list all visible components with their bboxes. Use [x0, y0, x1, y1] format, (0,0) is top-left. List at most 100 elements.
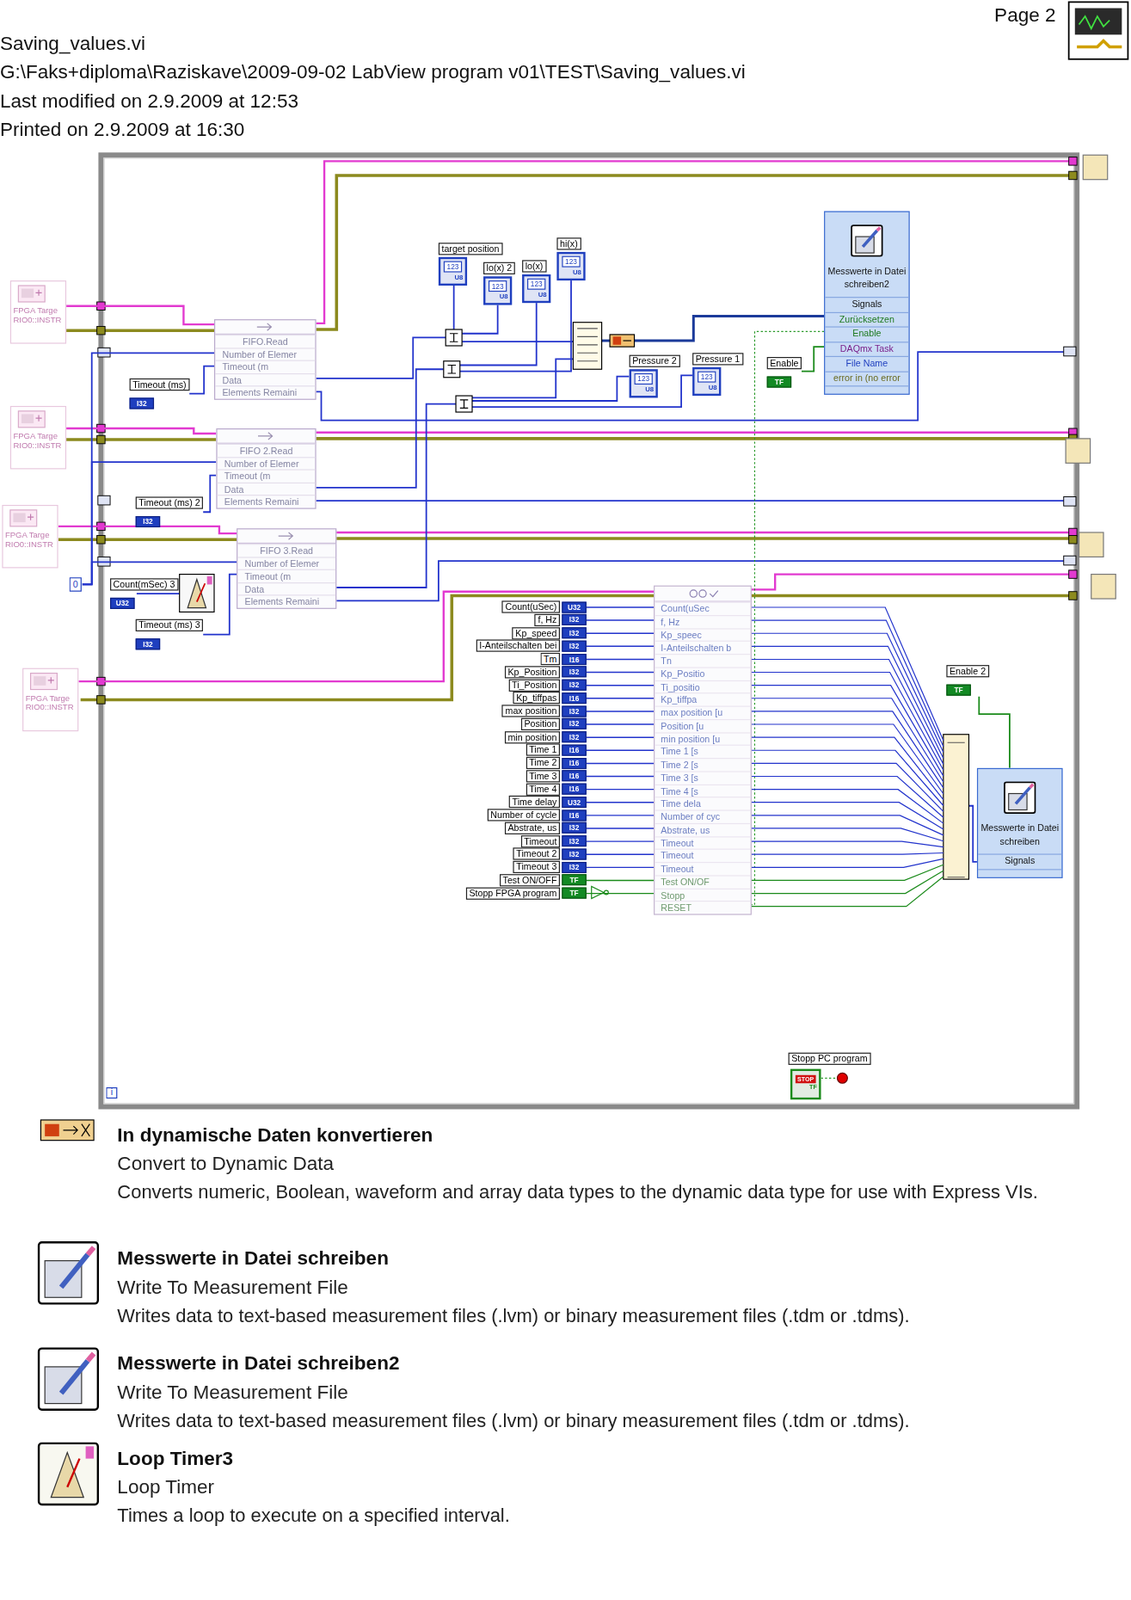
numeric-control: max positionI32: [502, 704, 587, 717]
node-row: min position [u: [654, 731, 750, 745]
type-terminal: I16: [561, 743, 586, 756]
fifo-row: Elements Remaini: [215, 386, 315, 400]
convert-dynamic-node: [609, 334, 634, 347]
property-name: Position [u: [660, 720, 704, 732]
control-label: f, Hz: [534, 614, 560, 627]
fifo-read-node: FIFO.ReadNumber of ElemerTimeout (mDataE…: [214, 319, 317, 400]
page-number: Page 2: [994, 4, 1056, 26]
bundle-output-wire: [749, 620, 944, 747]
error-wire: [80, 595, 654, 700]
fifo-title: FIFO 3.Read: [259, 545, 314, 556]
type-terminal: I16: [561, 770, 586, 782]
node-row: I-Anteilschalten b: [654, 640, 750, 654]
control-label: Time 3: [526, 769, 560, 782]
type-tag: U8: [559, 267, 584, 277]
numeric-indicator: lo(x) 2 123U8: [483, 257, 516, 306]
title: Saving_values.vi: [0, 32, 146, 56]
control-label: Timeout (ms): [129, 378, 191, 391]
refnum-wire: [313, 160, 1073, 324]
label-row: Timeout (ms) 2: [135, 491, 203, 511]
vi-terminal-row: File Name: [824, 356, 909, 371]
type-terminal: I16: [561, 809, 586, 821]
vi-terminal-row: DAQmx Task: [824, 341, 909, 357]
node-row: Time 3 [s: [654, 770, 750, 784]
constant-value: 0: [70, 577, 81, 591]
numeric-control: Number of cycleI16: [487, 808, 587, 821]
tunnel: [1069, 535, 1077, 544]
control-label: Kp_Position: [504, 665, 560, 678]
wire: [586, 749, 654, 751]
numeric-control: Count(mSec) 3U32: [110, 572, 179, 610]
while-loop-frame: [100, 154, 1077, 1107]
legend-icon: [38, 1443, 99, 1505]
node-row: Kp_speec: [654, 627, 750, 641]
legend-description: Writes data to text-based measurement fi…: [116, 1406, 1091, 1435]
indicator-label: lo(x) 2: [483, 262, 516, 275]
wire: [586, 697, 654, 699]
vi-header: Messwerte in Datei schreiben: [977, 768, 1062, 854]
build-array-node: [943, 734, 970, 879]
refnum-out-icon: [1079, 532, 1104, 557]
vi-icon: [1069, 1, 1129, 59]
vi-bottom-bar: [824, 385, 909, 394]
fifo-row: FIFO 2.Read: [217, 443, 316, 457]
numeric-glyph: 123: [488, 280, 507, 292]
fifo-row: FIFO 3.Read: [237, 543, 336, 557]
indicator-terminal: 123U8: [438, 257, 468, 286]
numeric-wire: [453, 280, 455, 330]
error-wire: [334, 536, 1073, 541]
node-row: Time dela: [654, 796, 750, 810]
label-row: Timeout (ms) 3: [135, 614, 203, 633]
terminal-name: Timeout (m: [245, 571, 292, 582]
loop-timer-icon: [207, 576, 213, 584]
not-gate: [591, 885, 609, 898]
type-row: TF: [946, 678, 989, 697]
bundle-output-wire: [749, 645, 944, 758]
wire: [586, 723, 654, 725]
not-gate: [591, 885, 604, 898]
property-name: Time 1 [s: [660, 746, 699, 757]
terminal-name: Data: [224, 484, 245, 495]
control-label: Timeout (ms) 2: [135, 496, 203, 509]
legend-description: Writes data to text-based measurement fi…: [116, 1406, 1091, 1435]
wire: [81, 352, 215, 584]
numeric-wire: [472, 376, 630, 401]
loop-timer-icon: [187, 579, 206, 609]
refnum-out-icon: [1091, 574, 1116, 599]
numeric-wire: [136, 275, 1070, 862]
terminal-name: Timeout (m: [221, 362, 269, 373]
fifo-row: Number of Elemer: [237, 556, 336, 570]
control-label: Time delay: [509, 795, 560, 808]
numeric-wire: [460, 275, 572, 371]
indicator-label: Pressure 2: [629, 355, 681, 368]
numeric-wire: [313, 351, 1069, 420]
numeric-glyph: 123: [443, 261, 462, 273]
node-row: max position [u: [654, 706, 750, 720]
indicator-terminal: 123U8: [522, 274, 551, 303]
legend-icon: [38, 1241, 99, 1304]
property-name: Number of cyc: [660, 811, 720, 823]
legend-title: In dynamische Daten konvertieren: [116, 1124, 433, 1146]
bundle-output-wire: [749, 698, 944, 782]
dynamic-data-wire: [602, 339, 610, 343]
legend-description: Converts numeric, Boolean, waveform and …: [116, 1178, 1091, 1207]
loop-timer-icon: [179, 574, 215, 613]
fifo-header: [237, 528, 336, 544]
indicator-terminal: 123U8: [556, 252, 585, 281]
tunnel: [98, 495, 111, 505]
legend-description: Converts numeric, Boolean, waveform and …: [116, 1178, 1091, 1207]
wire: [58, 526, 238, 534]
bundle-output-wire: [749, 749, 944, 806]
bundle-output-wire: [749, 841, 944, 848]
type-tag: U8: [485, 291, 510, 302]
legend-title: Loop Timer3: [116, 1447, 234, 1470]
build-array-node: [947, 742, 966, 878]
bundle-output-wire: [749, 724, 944, 794]
fifo-row: Data: [217, 482, 316, 496]
terminal-name: Number of Elemer: [224, 458, 300, 469]
tunnel: [1069, 591, 1077, 600]
split-number-node: [460, 399, 468, 408]
wire: [586, 671, 654, 673]
refnum-icon: [17, 284, 49, 303]
